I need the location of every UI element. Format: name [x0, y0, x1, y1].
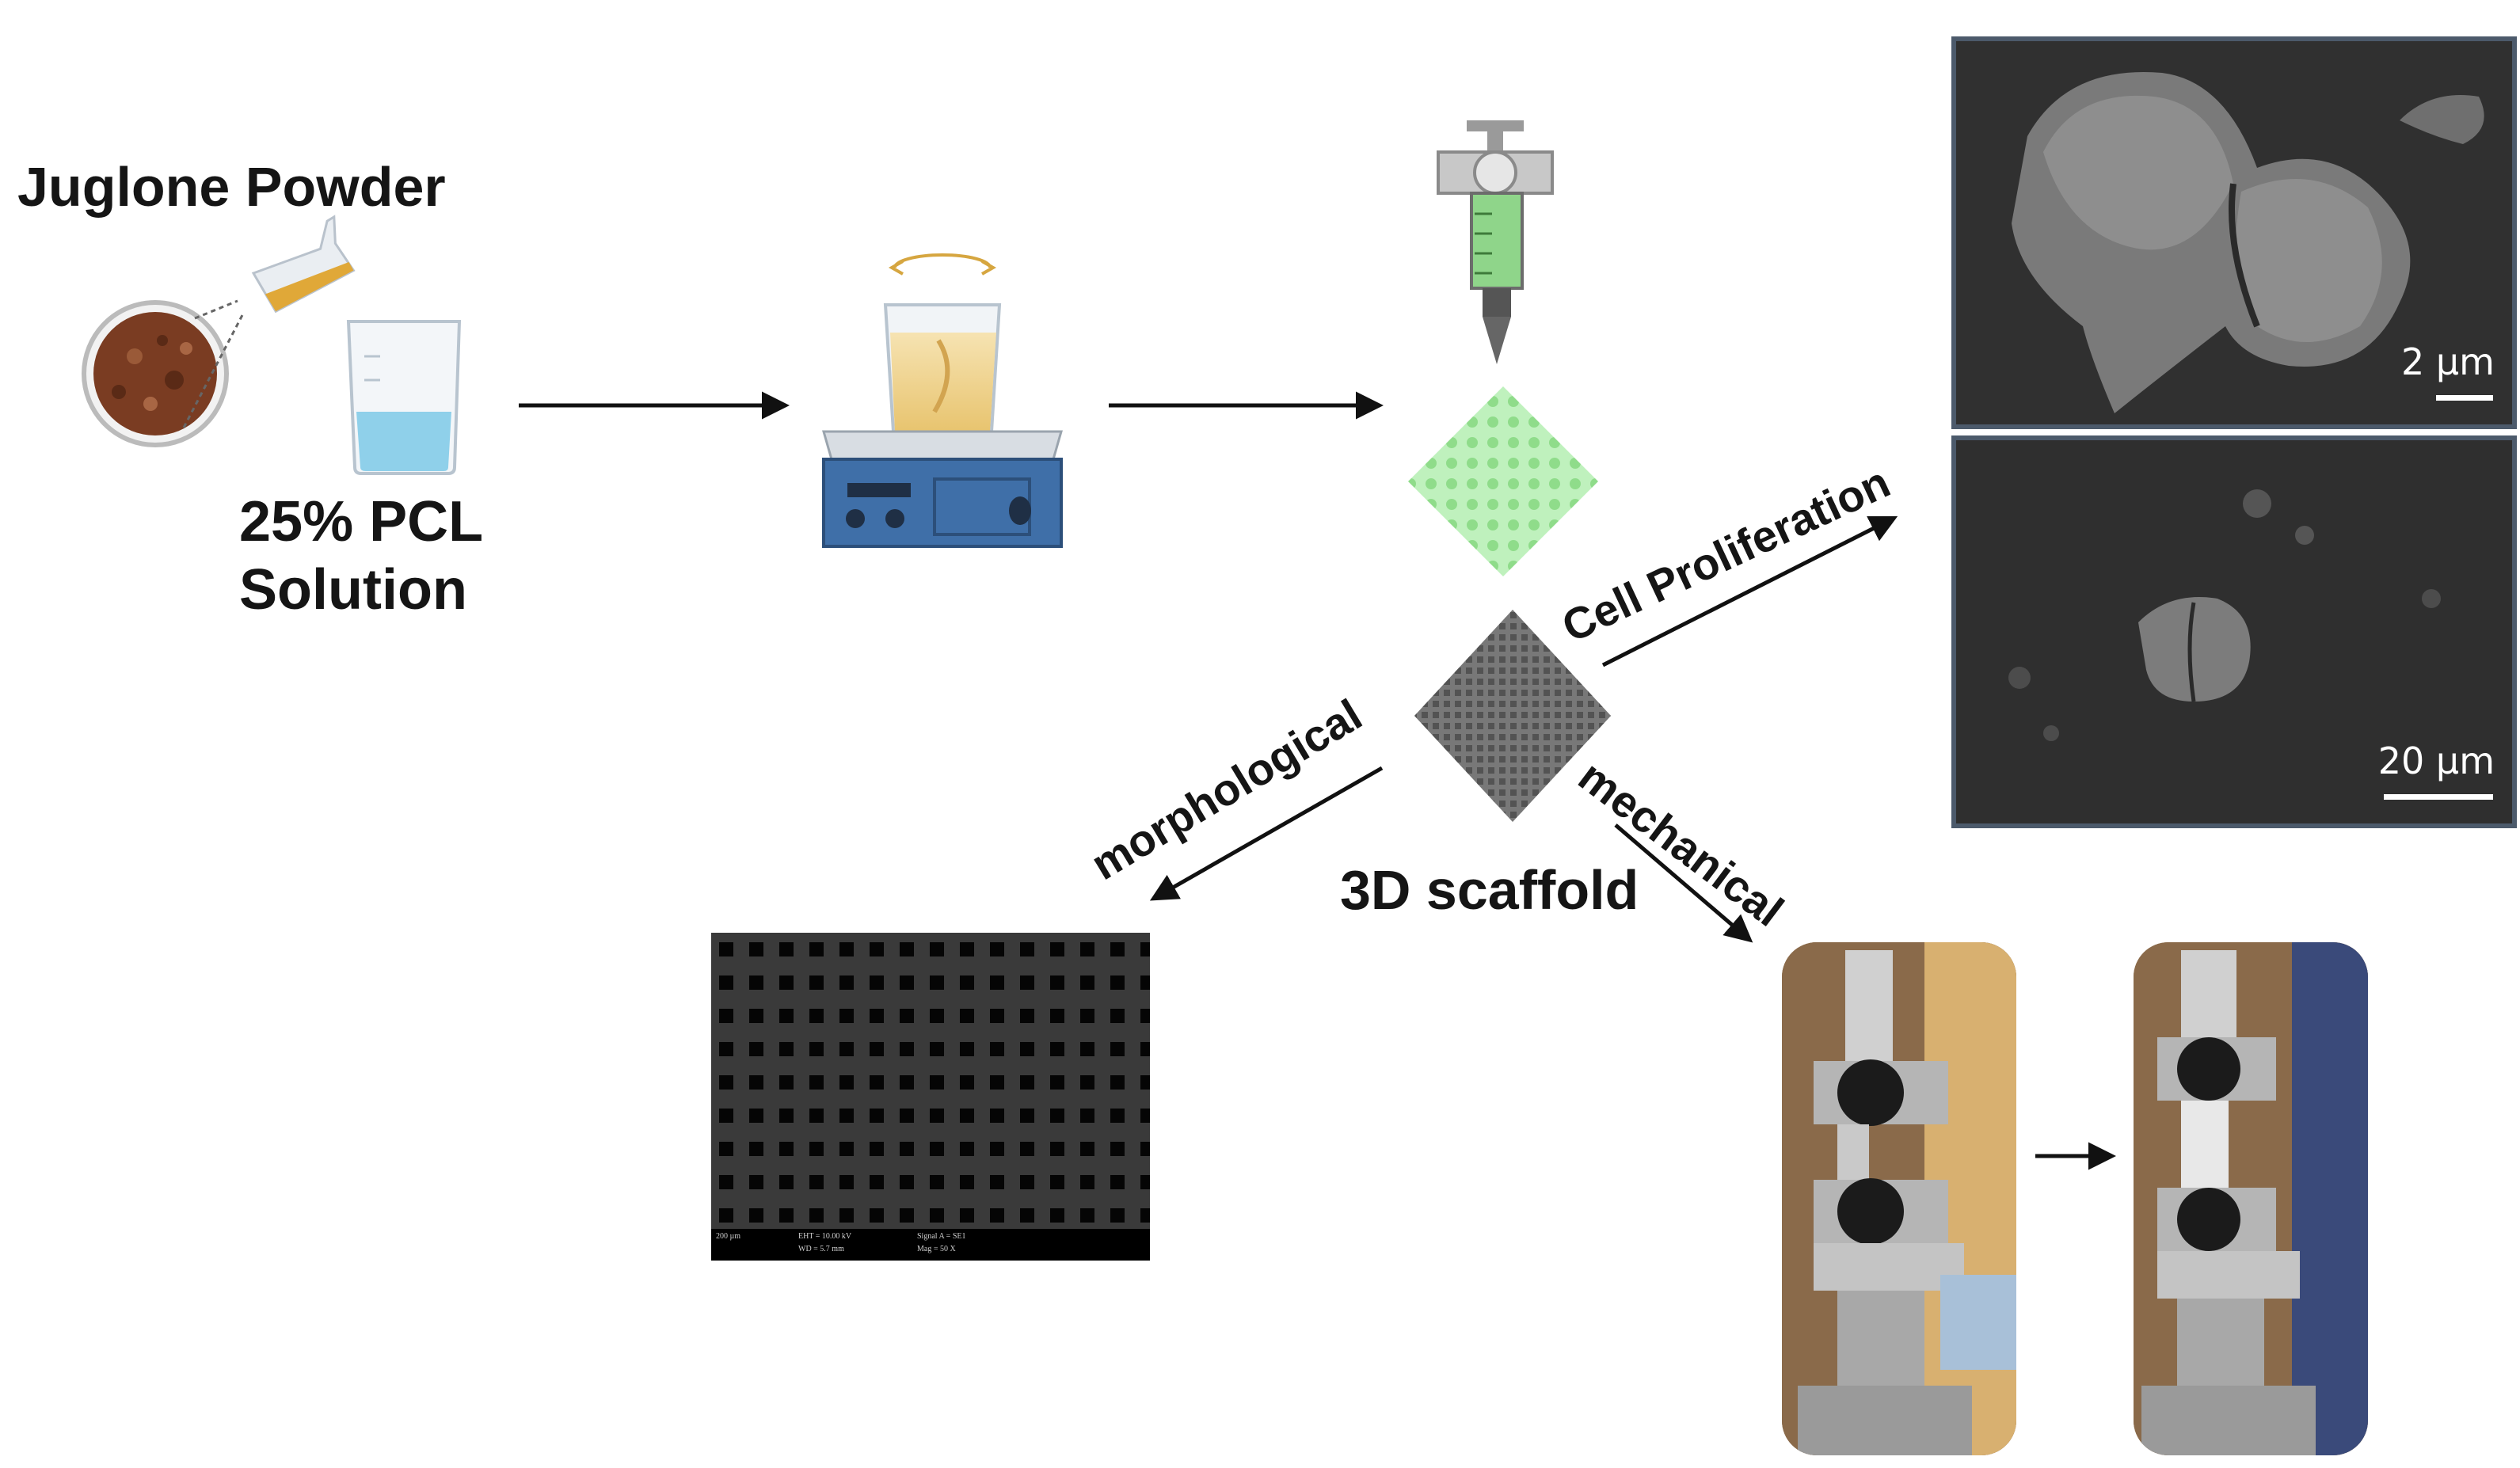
sem-footer-mag: Mag = 50 X	[917, 1245, 956, 1253]
pcl-label-line2: Solution	[239, 558, 467, 622]
pore-grid	[711, 933, 1150, 1229]
pcl-beaker-icon	[346, 320, 462, 475]
syringe-printer-icon	[1437, 120, 1554, 364]
scaffold-sample-icon	[1414, 610, 1611, 822]
sem-image-top: 2 µm	[1951, 36, 2517, 429]
flask-icon	[251, 215, 356, 314]
scale-bar-top	[2436, 395, 2493, 401]
tensile-test-photo-before	[1782, 942, 2016, 1455]
sem-footer-eht: EHT = 10.00 kV	[798, 1232, 852, 1241]
cell-cluster-bottom	[1956, 440, 2512, 823]
cell-cluster-top	[1956, 41, 2512, 424]
scale-label-bottom: 20 µm	[2377, 740, 2495, 782]
magnetic-stirrer-icon	[822, 253, 1063, 548]
pcl-label-line1: 25% PCL	[239, 490, 484, 553]
sem-footer: 200 µm EHT = 10.00 kV WD = 5.7 mm Signal…	[711, 1229, 1150, 1261]
tensile-rig-before	[1782, 942, 2016, 1455]
juglone-powder-icon	[82, 299, 244, 447]
printed-scaffold-icon	[1408, 386, 1598, 576]
scale-label-top: 2 µm	[2401, 340, 2495, 383]
sem-image-bottom: 20 µm	[1951, 435, 2517, 828]
sem-footer-scale: 200 µm	[716, 1232, 741, 1241]
scaffold-label: 3D scaffold	[1340, 859, 1639, 921]
sem-footer-signal: Signal A = SE1	[917, 1232, 966, 1241]
juglone-powder-label: Juglone Powder	[17, 156, 446, 218]
tensile-rig-after	[2134, 942, 2368, 1455]
tensile-test-photo-after	[2134, 942, 2368, 1455]
morphology-sem-image: 200 µm EHT = 10.00 kV WD = 5.7 mm Signal…	[711, 933, 1150, 1261]
sem-footer-wd: WD = 5.7 mm	[798, 1245, 844, 1253]
scale-bar-bottom	[2384, 794, 2493, 800]
